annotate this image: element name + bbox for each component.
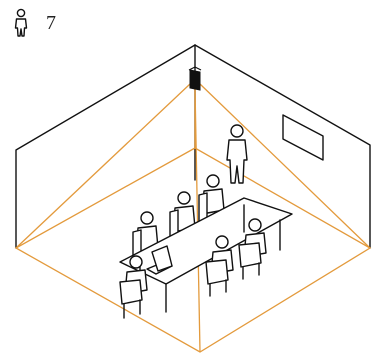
seated-person-front-2 <box>205 235 234 297</box>
laptop <box>146 245 173 275</box>
wall-board <box>282 114 324 161</box>
seated-person-front-3 <box>238 218 267 280</box>
standing-person <box>226 124 248 184</box>
people-count: 7 <box>46 12 56 34</box>
person-icon <box>14 8 28 37</box>
people-count-legend: 7 <box>10 6 56 40</box>
coverage-ray-front <box>194 87 201 353</box>
coverage-ray-right <box>199 83 371 249</box>
ceiling-camera <box>188 66 202 91</box>
coverage-ray-left <box>15 83 191 249</box>
coverage-area <box>14 83 372 353</box>
seated-person-front-1 <box>119 255 148 319</box>
